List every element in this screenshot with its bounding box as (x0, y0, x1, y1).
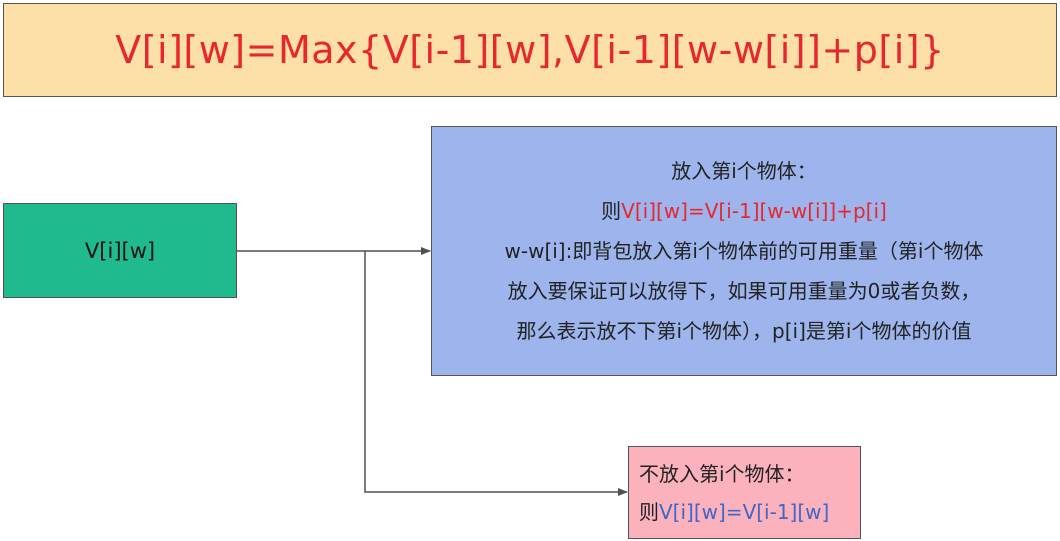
skip-item-rule: 则V[i][w]=V[i-1][w] (639, 493, 860, 531)
state-node-box: V[i][w] (3, 203, 237, 298)
skip-item-rule-formula: V[i][w]=V[i-1][w] (659, 499, 830, 524)
skip-item-box: 不放入第i个物体： 则V[i][w]=V[i-1][w] (628, 446, 861, 539)
put-item-title: 放入第i个物体： (671, 159, 817, 183)
put-item-box: 放入第i个物体： 则V[i][w]=V[i-1][w-w[i]]+p[i] w-… (431, 126, 1057, 376)
put-item-rule-formula: V[i][w]=V[i-1][w-w[i]]+p[i] (621, 199, 887, 223)
skip-item-title: 不放入第i个物体： (639, 461, 805, 486)
put-item-rule: 则V[i][w]=V[i-1][w-w[i]]+p[i] (601, 191, 887, 231)
put-item-explanation-line: 放入要保证可以放得下，如果可用重量为0或者负数， (507, 279, 981, 303)
put-item-rule-prefix: 则 (601, 199, 622, 223)
put-item-explanation-line: w-w[i]:即背包放入第i个物体前的可用重量（第i个物体 (504, 239, 984, 263)
state-node-label: V[i][w] (84, 238, 156, 263)
formula-text: V[i][w]=Max{V[i-1][w],V[i-1][w-w[i]]+p[i… (115, 28, 945, 72)
arrow-to-skip-item (364, 251, 628, 496)
skip-item-rule-prefix: 则 (639, 499, 659, 524)
put-item-explanation-line: 那么表示放不下第i个物体），p[i]是第i个物体的价值 (516, 319, 972, 343)
formula-box: V[i][w]=Max{V[i-1][w],V[i-1][w-w[i]]+p[i… (3, 3, 1057, 97)
